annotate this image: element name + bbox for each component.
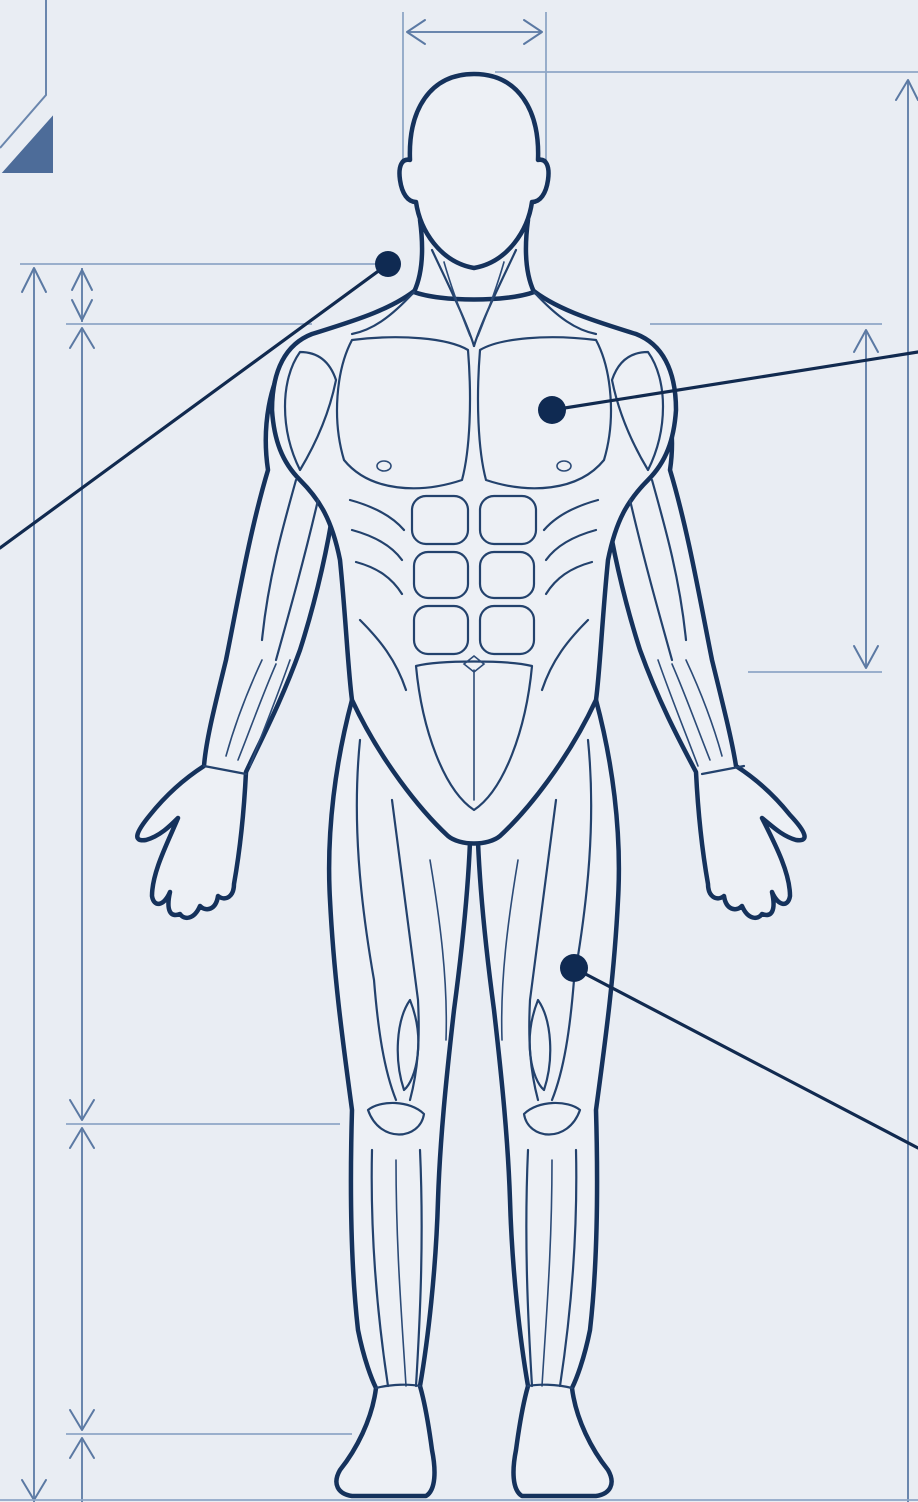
dimension-neck-offset xyxy=(72,268,92,322)
body-figure xyxy=(137,74,804,1496)
callout-dot-icon[interactable] xyxy=(538,396,566,424)
callout-dot-icon[interactable] xyxy=(560,954,588,982)
callout-dot-icon[interactable] xyxy=(375,251,401,277)
callout-leader-line xyxy=(574,968,918,1148)
dimension-leg-height xyxy=(66,1124,340,1430)
dimension-foot-height xyxy=(66,1434,352,1502)
corner-bracket-icon xyxy=(0,0,52,172)
